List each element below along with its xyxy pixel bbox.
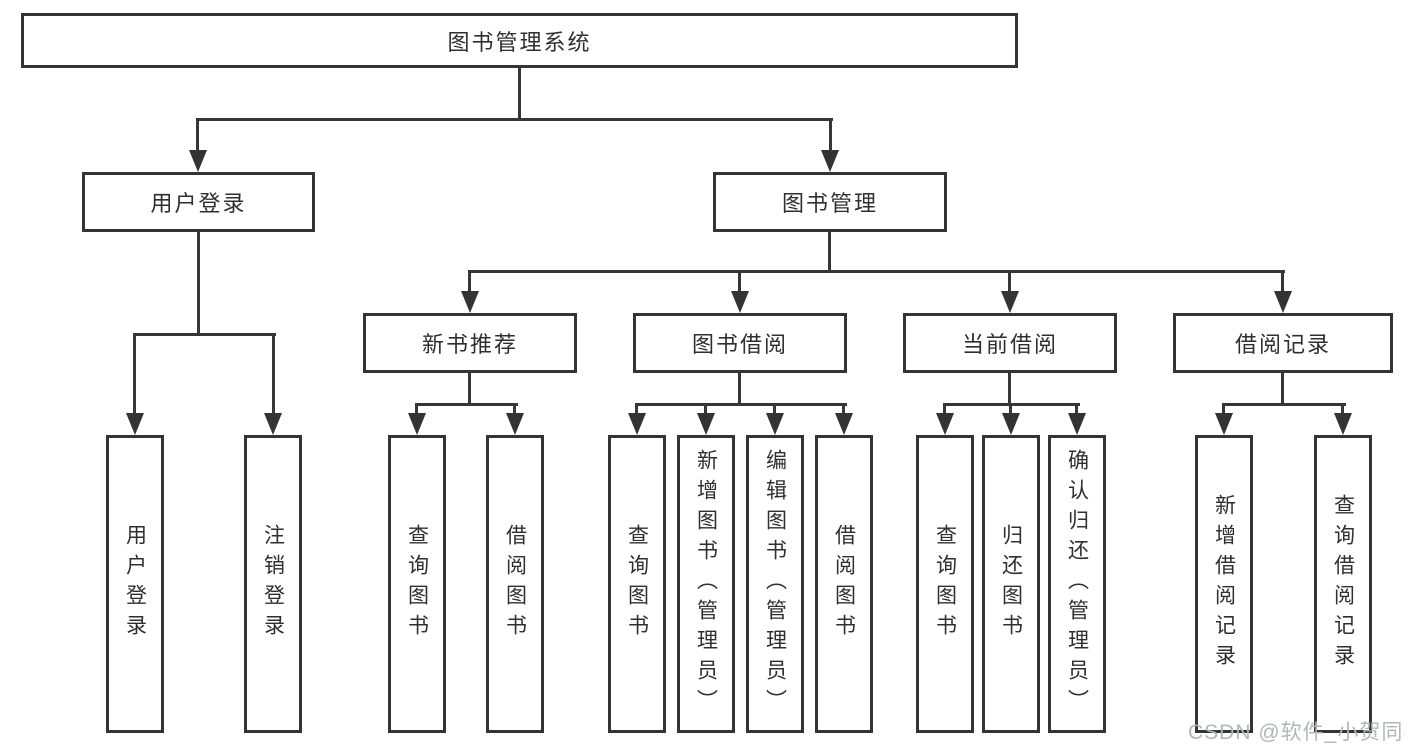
- leaf-logout: 注销登录: [244, 435, 302, 733]
- arrow-down-icon: [731, 291, 749, 313]
- connector-line-v: [513, 403, 516, 415]
- connector-line-v: [635, 403, 638, 415]
- connector-line-v: [704, 403, 707, 415]
- node-borrowing-records: 借阅记录: [1173, 313, 1393, 373]
- arrow-down-icon: [1274, 291, 1292, 313]
- connector-line-v: [1009, 403, 1012, 415]
- leaf-query-borrow-record: 查询借阅记录: [1314, 435, 1372, 733]
- leaf-add-books-admin: 新增图书（管理员）: [677, 435, 735, 733]
- node-user-login: 用户登录: [82, 172, 315, 232]
- connector-line-h: [196, 118, 833, 121]
- leaf-user-login: 用户登录: [106, 435, 164, 733]
- leaf-return-books: 归还图书: [982, 435, 1040, 733]
- arrow-down-icon: [506, 413, 524, 435]
- arrow-down-icon: [936, 413, 954, 435]
- connector-line-h: [415, 403, 518, 406]
- leaf-borrow-books-recommend: 借阅图书: [486, 435, 544, 733]
- connector-line-h: [1222, 403, 1346, 406]
- connector-line-v: [468, 270, 471, 295]
- connector-line-v: [842, 403, 845, 415]
- node-root-library-system: 图书管理系统: [21, 13, 1018, 68]
- arrow-down-icon: [408, 413, 426, 435]
- node-book-borrowing: 图书借阅: [633, 313, 847, 373]
- leaf-label: 新增图书（管理员）: [694, 449, 718, 719]
- arrow-down-icon: [1068, 413, 1086, 435]
- connector-line-v: [943, 403, 946, 415]
- leaf-label: 查询图书: [625, 524, 649, 644]
- leaf-label: 编辑图书（管理员）: [763, 449, 787, 719]
- connector-line-v: [1008, 270, 1011, 295]
- leaf-label: 借阅图书: [832, 524, 856, 644]
- connector-line-v: [738, 371, 741, 406]
- arrow-down-icon: [189, 150, 207, 172]
- arrow-down-icon: [1215, 413, 1233, 435]
- connector-line-h: [468, 270, 1285, 273]
- leaf-label: 归还图书: [999, 524, 1023, 644]
- connector-line-h: [635, 403, 847, 406]
- connector-line-v: [829, 118, 832, 153]
- leaf-edit-books-admin: 编辑图书（管理员）: [746, 435, 804, 733]
- arrow-down-icon: [1334, 413, 1352, 435]
- leaf-add-borrow-record: 新增借阅记录: [1195, 435, 1253, 733]
- arrow-down-icon: [821, 150, 839, 172]
- arrow-down-icon: [835, 413, 853, 435]
- arrow-down-icon: [1002, 413, 1020, 435]
- csdn-watermark: CSDN @软件_小贺同学: [1188, 721, 1405, 744]
- connector-line-v: [1341, 403, 1344, 415]
- connector-line-v: [196, 118, 199, 153]
- leaf-query-books-recommend: 查询图书: [388, 435, 446, 733]
- connector-line-v: [1281, 270, 1284, 295]
- leaf-borrow-books-borrowing: 借阅图书: [815, 435, 873, 733]
- arrow-down-icon: [126, 413, 144, 435]
- arrow-down-icon: [697, 413, 715, 435]
- leaf-label: 查询图书: [933, 524, 957, 644]
- arrow-down-icon: [461, 291, 479, 313]
- leaf-label: 查询借阅记录: [1331, 494, 1355, 674]
- arrow-down-icon: [264, 413, 282, 435]
- node-current-borrowing: 当前借阅: [903, 313, 1117, 373]
- leaf-label: 注销登录: [261, 524, 285, 644]
- connector-line-v: [1008, 371, 1011, 406]
- connector-line-v: [518, 66, 521, 121]
- connector-line-v: [828, 230, 831, 273]
- node-new-book-recommendation: 新书推荐: [363, 313, 577, 373]
- leaf-label: 借阅图书: [503, 524, 527, 644]
- connector-line-v: [1075, 403, 1078, 415]
- leaf-query-books-current: 查询图书: [916, 435, 974, 733]
- connector-line-v: [272, 333, 275, 417]
- connector-line-v: [468, 371, 471, 406]
- node-book-management: 图书管理: [713, 172, 947, 232]
- connector-line-v: [133, 333, 136, 417]
- leaf-confirm-return-admin: 确认归还（管理员）: [1048, 435, 1106, 733]
- leaf-label: 用户登录: [123, 524, 147, 644]
- connector-line-v: [738, 270, 741, 295]
- connector-line-v: [197, 230, 200, 336]
- leaf-query-books-borrowing: 查询图书: [608, 435, 666, 733]
- connector-line-v: [1222, 403, 1225, 415]
- arrow-down-icon: [766, 413, 784, 435]
- connector-line-h: [133, 333, 276, 336]
- connector-line-v: [773, 403, 776, 415]
- leaf-label: 查询图书: [405, 524, 429, 644]
- arrow-down-icon: [628, 413, 646, 435]
- connector-line-v: [415, 403, 418, 415]
- leaf-label: 新增借阅记录: [1212, 494, 1236, 674]
- leaf-label: 确认归还（管理员）: [1065, 449, 1089, 719]
- connector-line-v: [1281, 371, 1284, 406]
- arrow-down-icon: [1001, 291, 1019, 313]
